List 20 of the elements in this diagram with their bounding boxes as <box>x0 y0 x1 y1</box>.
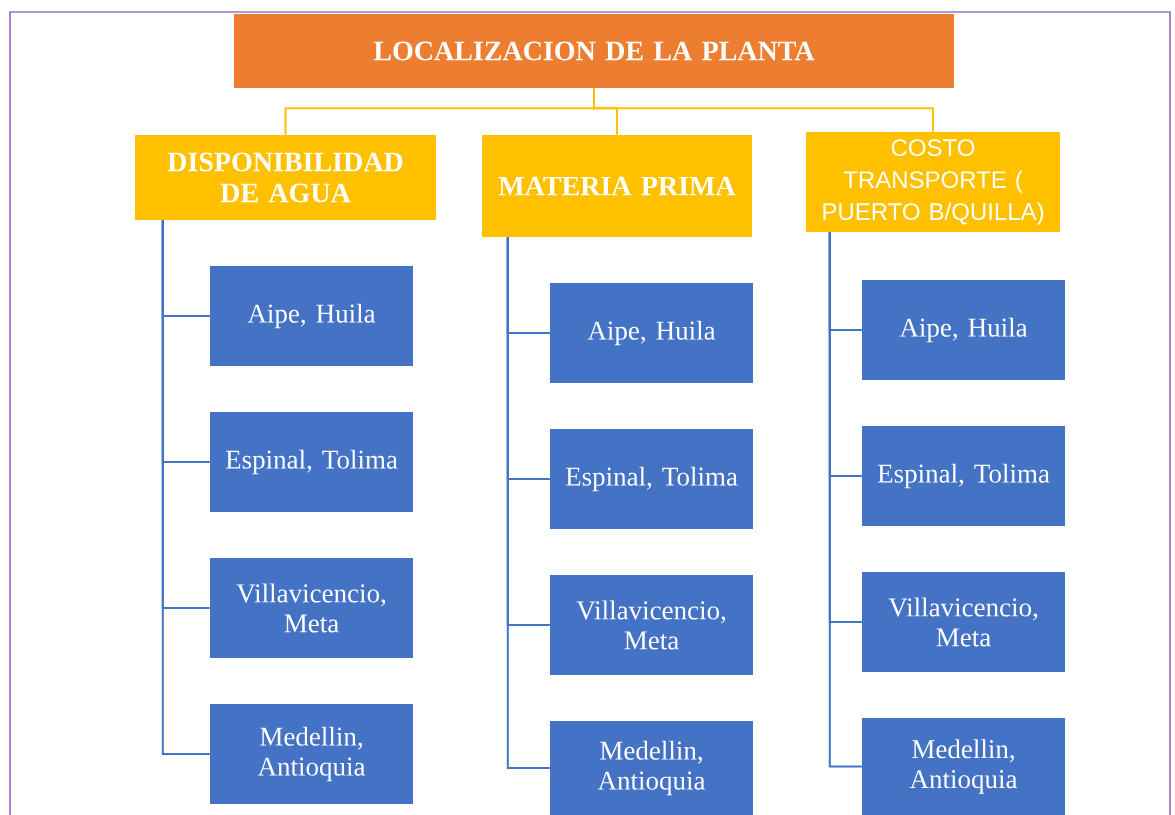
location-box: Villavicencio, Meta <box>862 572 1065 672</box>
location-box: Espinal, Tolima <box>862 426 1065 526</box>
category-box: DISPONIBILIDAD DE AGUA <box>135 135 436 220</box>
category-box: MATERIA PRIMA <box>482 135 752 237</box>
location-box: Villavicencio, Meta <box>550 575 753 675</box>
location-box: Medellin, Antioquia <box>862 718 1065 815</box>
location-box: Aipe, Huila <box>862 280 1065 380</box>
category-box: COSTO TRANSPORTE ( PUERTO B/QUILLA) <box>806 132 1060 232</box>
location-box: Medellin, Antioquia <box>210 704 413 804</box>
location-box: Aipe, Huila <box>550 283 753 383</box>
location-box: Villavicencio, Meta <box>210 558 413 658</box>
connector-line <box>161 219 211 755</box>
location-box: Medellin, Antioquia <box>550 721 753 815</box>
connector-line <box>506 236 551 769</box>
title-box: LOCALIZACION DE LA PLANTA <box>234 14 954 88</box>
location-box: Espinal, Tolima <box>550 429 753 529</box>
location-box: Espinal, Tolima <box>210 412 413 512</box>
connector-line <box>593 87 934 133</box>
location-box: Aipe, Huila <box>210 266 413 366</box>
connector-line <box>828 231 863 768</box>
